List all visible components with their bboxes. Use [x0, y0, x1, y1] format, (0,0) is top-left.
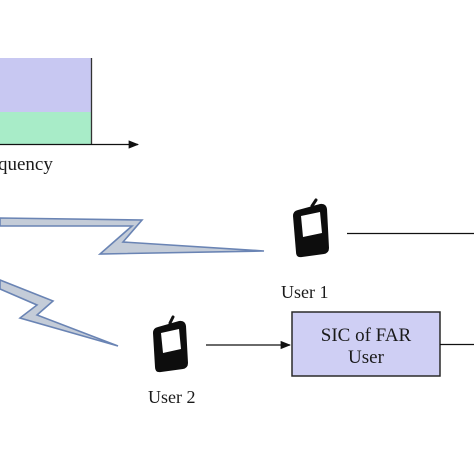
sic-box — [291, 311, 441, 377]
user1-label: User 1 — [281, 282, 329, 302]
signal-bolt-user2 — [0, 279, 119, 347]
sic-of-far-user-block: SIC of FAR User — [291, 311, 441, 377]
frequency-spectrum: quency — [0, 58, 140, 175]
sic-box-line1: SIC of FAR — [321, 325, 412, 346]
signal-bolt-user1 — [0, 217, 265, 255]
mobile-phone-icon — [153, 315, 188, 373]
upper-band — [0, 58, 91, 112]
user2-label: User 2 — [148, 387, 196, 407]
mobile-phone-icon — [293, 198, 329, 258]
frequency-axis-label: quency — [0, 154, 53, 175]
sic-box-line2: User — [348, 347, 385, 368]
lower-band — [0, 112, 91, 144]
